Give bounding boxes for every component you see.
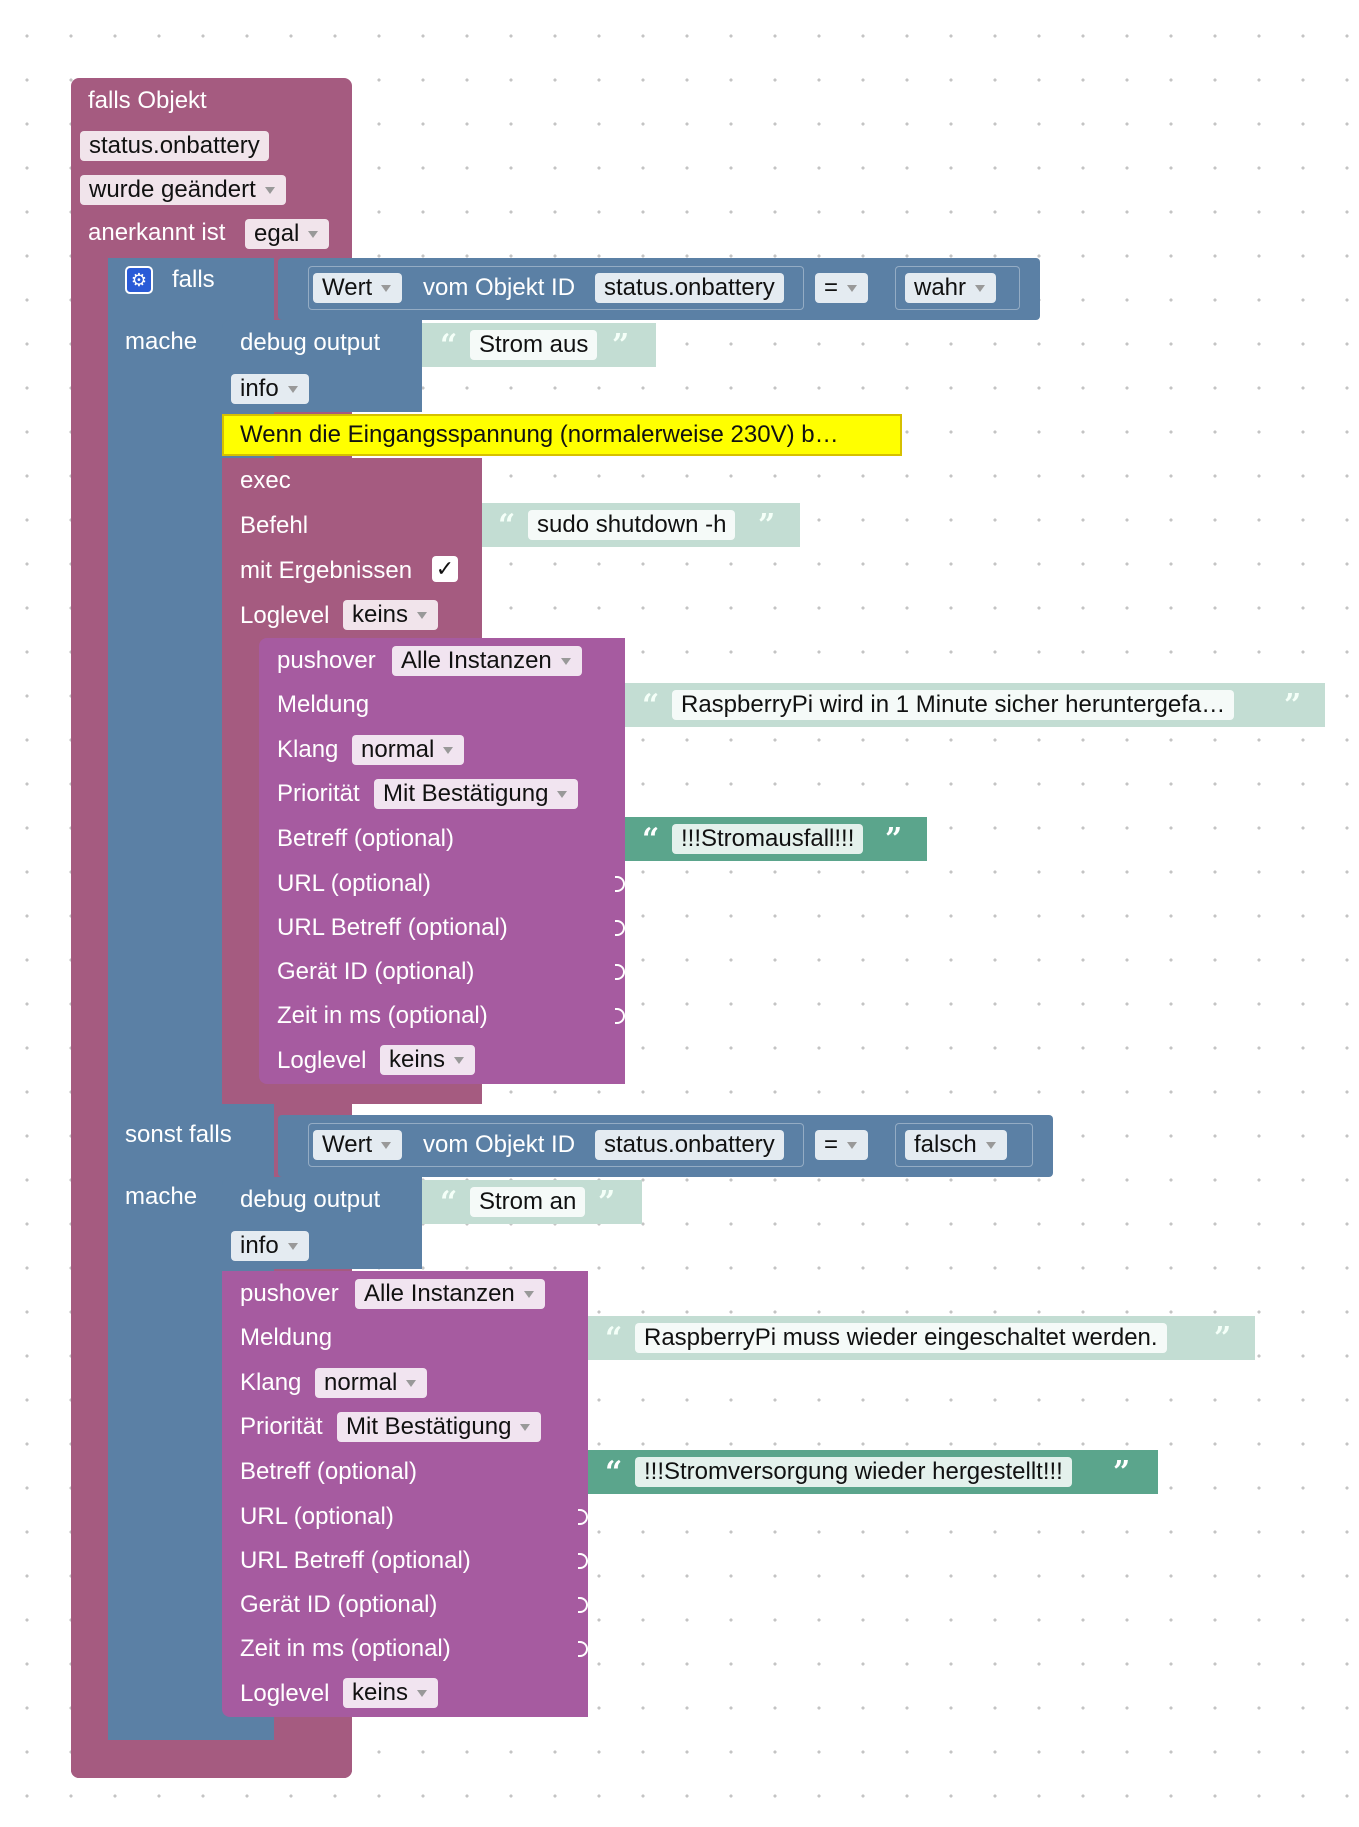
quote-open-icon: “ bbox=[642, 688, 660, 723]
pushover1-instance-dropdown[interactable]: Alle Instanzen bbox=[392, 646, 582, 676]
pushover1-loglevel-label: Loglevel bbox=[277, 1047, 367, 1074]
quote-close-icon: ” bbox=[598, 1185, 616, 1220]
quote-open-icon: “ bbox=[605, 1321, 623, 1356]
condition1-object-id-field[interactable]: status.onbattery bbox=[595, 273, 784, 303]
pushover2-message-label: Meldung bbox=[240, 1324, 333, 1351]
pushover1-label: pushover bbox=[277, 647, 376, 674]
debug1-text-field[interactable]: Strom aus bbox=[470, 330, 598, 360]
quote-open-icon: “ bbox=[642, 822, 660, 857]
comment-bubble[interactable] bbox=[222, 414, 902, 456]
if-block-footer bbox=[108, 1722, 274, 1740]
pushover1-time-input-notch bbox=[615, 1008, 625, 1024]
condition2-operator-dropdown[interactable]: = bbox=[815, 1130, 869, 1160]
pushover1-subject-label: Betreff (optional) bbox=[277, 825, 454, 852]
pushover2-url-input-notch bbox=[578, 1509, 588, 1525]
quote-open-icon: “ bbox=[440, 328, 458, 363]
pushover1-url-subject-input-notch bbox=[615, 920, 625, 936]
do-label-1: mache bbox=[125, 328, 198, 355]
pushover1-url-label: URL (optional) bbox=[277, 870, 431, 897]
pushover1-sound-dropdown[interactable]: normal bbox=[352, 735, 465, 765]
trigger-ack-label: anerkannt ist bbox=[88, 219, 226, 246]
pushover2-sound-dropdown[interactable]: normal bbox=[315, 1368, 428, 1398]
quote-open-icon: “ bbox=[605, 1455, 623, 1490]
pushover2-instance-dropdown[interactable]: Alle Instanzen bbox=[355, 1279, 545, 1309]
condition2-value-dropdown[interactable]: Wert bbox=[313, 1130, 403, 1160]
elseif-label: sonst falls bbox=[125, 1121, 232, 1148]
condition2-object-label: vom Objekt ID bbox=[423, 1131, 576, 1158]
pushover2-time-label: Zeit in ms (optional) bbox=[240, 1635, 451, 1662]
pushover2-subject-field[interactable]: !!!Stromversorgung wieder hergestellt!!! bbox=[635, 1457, 1072, 1487]
pushover1-message-label: Meldung bbox=[277, 691, 370, 718]
pushover2-device-label: Gerät ID (optional) bbox=[240, 1591, 438, 1618]
trigger-ack-dropdown[interactable]: egal bbox=[245, 219, 330, 249]
quote-close-icon: ” bbox=[758, 508, 776, 543]
comment-text: Wenn die Eingangsspannung (normalerweise… bbox=[240, 421, 839, 448]
debug2-label: debug output bbox=[240, 1186, 381, 1213]
quote-open-icon: “ bbox=[440, 1185, 458, 1220]
pushover2-subject-label: Betreff (optional) bbox=[240, 1458, 417, 1485]
pushover1-subject-field[interactable]: !!!Stromausfall!!! bbox=[672, 824, 864, 854]
trigger-object-id-field[interactable]: status.onbattery bbox=[80, 131, 269, 161]
gear-icon[interactable]: ⚙ bbox=[125, 266, 153, 294]
debug1-level-dropdown[interactable]: info bbox=[231, 374, 309, 404]
condition1-bool-dropdown[interactable]: wahr bbox=[905, 273, 997, 303]
exec-block-lower bbox=[222, 636, 258, 1104]
pushover2-url-label: URL (optional) bbox=[240, 1503, 394, 1530]
exec-loglevel-dropdown[interactable]: keins bbox=[343, 600, 439, 630]
pushover2-loglevel-label: Loglevel bbox=[240, 1680, 330, 1707]
pushover1-url-subject-label: URL Betreff (optional) bbox=[277, 914, 508, 941]
quote-close-icon: ” bbox=[612, 328, 630, 363]
pushover1-device-label: Gerät ID (optional) bbox=[277, 958, 475, 985]
condition1-object-label: vom Objekt ID bbox=[423, 274, 576, 301]
pushover2-time-input-notch bbox=[578, 1641, 588, 1657]
pushover1-loglevel-dropdown[interactable]: keins bbox=[380, 1045, 476, 1075]
exec-loglevel-label: Loglevel bbox=[240, 602, 330, 629]
pushover1-priority-dropdown[interactable]: Mit Bestätigung bbox=[374, 779, 579, 809]
quote-close-icon: ” bbox=[1113, 1455, 1131, 1490]
debug2-level-dropdown[interactable]: info bbox=[231, 1231, 309, 1261]
pushover2-loglevel-dropdown[interactable]: keins bbox=[343, 1678, 439, 1708]
trigger-event-dropdown[interactable]: wurde geändert bbox=[80, 175, 286, 205]
do-label-2: mache bbox=[125, 1183, 198, 1210]
condition1-operator-dropdown[interactable]: = bbox=[815, 273, 869, 303]
quote-open-icon: “ bbox=[498, 508, 516, 543]
pushover2-url-subject-label: URL Betreff (optional) bbox=[240, 1547, 471, 1574]
pushover2-device-input-notch bbox=[578, 1597, 588, 1613]
exec-results-checkbox[interactable]: ✓ bbox=[432, 556, 458, 582]
pushover2-label: pushover bbox=[240, 1280, 339, 1307]
exec-command-label: Befehl bbox=[240, 512, 309, 539]
condition1-value-dropdown[interactable]: Wert bbox=[313, 273, 403, 303]
pushover1-message-field[interactable]: RaspberryPi wird in 1 Minute sicher heru… bbox=[672, 690, 1235, 720]
pushover2-message-field[interactable]: RaspberryPi muss wieder eingeschaltet we… bbox=[635, 1323, 1167, 1353]
debug2-text-field[interactable]: Strom an bbox=[470, 1187, 586, 1217]
exec-command-field[interactable]: sudo shutdown -h bbox=[528, 510, 736, 540]
pushover2-sound-label: Klang bbox=[240, 1369, 302, 1396]
pushover1-priority-label: Priorität bbox=[277, 780, 360, 807]
pushover1-url-input-notch bbox=[615, 876, 625, 892]
quote-close-icon: ” bbox=[1284, 688, 1302, 723]
quote-close-icon: ” bbox=[885, 822, 903, 857]
if-label: falls bbox=[172, 266, 215, 293]
condition2-object-id-field[interactable]: status.onbattery bbox=[595, 1130, 784, 1160]
condition2-bool-dropdown[interactable]: falsch bbox=[905, 1130, 1007, 1160]
debug1-label: debug output bbox=[240, 329, 381, 356]
exec-results-label: mit Ergebnissen bbox=[240, 557, 413, 584]
pushover1-time-label: Zeit in ms (optional) bbox=[277, 1002, 488, 1029]
pushover2-priority-label: Priorität bbox=[240, 1413, 323, 1440]
pushover1-block[interactable] bbox=[259, 638, 625, 1084]
pushover1-device-input-notch bbox=[615, 964, 625, 980]
quote-close-icon: ” bbox=[1214, 1321, 1232, 1356]
pushover1-sound-label: Klang bbox=[277, 736, 339, 763]
pushover2-priority-dropdown[interactable]: Mit Bestätigung bbox=[337, 1412, 542, 1442]
exec-label: exec bbox=[240, 467, 291, 494]
trigger-block-bottom bbox=[71, 1755, 352, 1778]
trigger-title: falls Objekt bbox=[88, 87, 207, 114]
pushover2-block[interactable] bbox=[222, 1271, 588, 1717]
pushover2-url-subject-input-notch bbox=[578, 1553, 588, 1569]
